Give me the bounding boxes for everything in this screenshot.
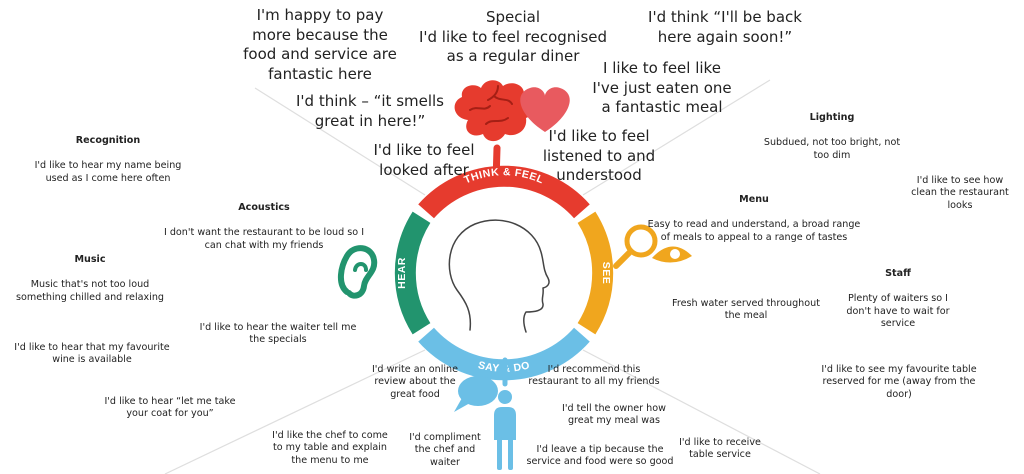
say-recommend: I'd recommend this restaurant to all my …	[528, 364, 660, 388]
think-fantastic-meal: I like to feel like I've just eaten one …	[592, 59, 732, 116]
see-menu-title: Menu	[739, 194, 769, 206]
see-menu: Menu Easy to read and understand, a broa…	[636, 182, 872, 257]
say-compliment: I'd compliment the chef and waiter	[409, 432, 481, 468]
see-staff-title: Staff	[885, 268, 911, 280]
hear-recognition-text: I'd like to hear my name being used as I…	[34, 160, 182, 184]
head-profile-icon	[448, 219, 550, 333]
see-lighting: Lighting Subdued, not too bright, not to…	[752, 100, 912, 175]
think-looked-after: I'd like to feel looked after	[373, 141, 475, 179]
divider-bottom-right	[582, 349, 821, 474]
say-chef-come: I'd like the chef to come to my table an…	[272, 430, 388, 466]
think-smells: I'd think – “it smells great in here!”	[295, 92, 444, 130]
see-menu-text: Easy to read and understand, a broad ran…	[647, 219, 861, 243]
see-clean: I'd like to see how clean the restaurant…	[911, 175, 1009, 211]
divider-top-left	[254, 87, 426, 196]
see-staff-text: Plenty of waiters so I don't have to wai…	[846, 293, 950, 330]
hear-recognition-title: Recognition	[75, 135, 141, 147]
say-review: I'd write an online review about the gre…	[371, 364, 459, 400]
hear-specials: I'd like to hear the waiter tell me the …	[199, 322, 357, 346]
brain-icon	[454, 80, 534, 142]
magnifier-icon	[613, 224, 658, 269]
say-receive-service: I'd like to receive table service	[679, 437, 761, 461]
divider-top-right	[582, 79, 771, 196]
hear-acoustics-title: Acoustics	[238, 202, 290, 214]
think-listened: I'd like to feel listened to and underst…	[542, 127, 656, 184]
see-lighting-text: Subdued, not too bright, not too dim	[763, 137, 901, 161]
see-segment	[577, 211, 614, 335]
think-happy-to-pay: I'm happy to pay more because the food a…	[243, 6, 397, 83]
hear-segment	[394, 211, 431, 335]
ring-label-see: SEE	[600, 262, 612, 285]
see-water: Fresh water served throughout the meal	[672, 298, 820, 322]
hear-wine: I'd like to hear that my favourite wine …	[14, 342, 170, 366]
hear-music-text: Music that's not too loud something chil…	[15, 279, 165, 303]
hear-music: Music Music that's not too loud somethin…	[4, 242, 176, 317]
hear-acoustics: Acoustics I don't want the restaurant to…	[150, 190, 378, 265]
hear-acoustics-text: I don't want the restaurant to be loud s…	[163, 227, 365, 251]
ear-icon	[338, 245, 378, 299]
person-icon	[494, 390, 516, 470]
see-table: I'd like to see my favourite table reser…	[821, 364, 977, 400]
see-lighting-title: Lighting	[809, 112, 855, 124]
heart-icon	[520, 87, 570, 132]
divider-bottom-left	[164, 349, 426, 474]
hear-music-title: Music	[74, 254, 106, 266]
think-feel-segment	[418, 165, 590, 219]
hear-recognition: Recognition I'd like to hear my name bei…	[20, 123, 196, 198]
think-special: Special I'd like to feel recognised as a…	[418, 8, 608, 65]
eye-icon	[652, 246, 692, 263]
say-tell-owner: I'd tell the owner how great my meal was	[562, 403, 666, 427]
speech-bubble-icon	[454, 376, 498, 412]
see-staff: Staff Plenty of waiters so I don't have …	[828, 256, 968, 343]
say-tip: I'd leave a tip because the service and …	[526, 444, 674, 468]
hear-coat: I'd like to hear “let me take your coat …	[104, 396, 236, 420]
think-be-back: I'd think “I'll be back here again soon!…	[648, 8, 802, 46]
ring-label-hear: HEAR	[396, 257, 408, 289]
